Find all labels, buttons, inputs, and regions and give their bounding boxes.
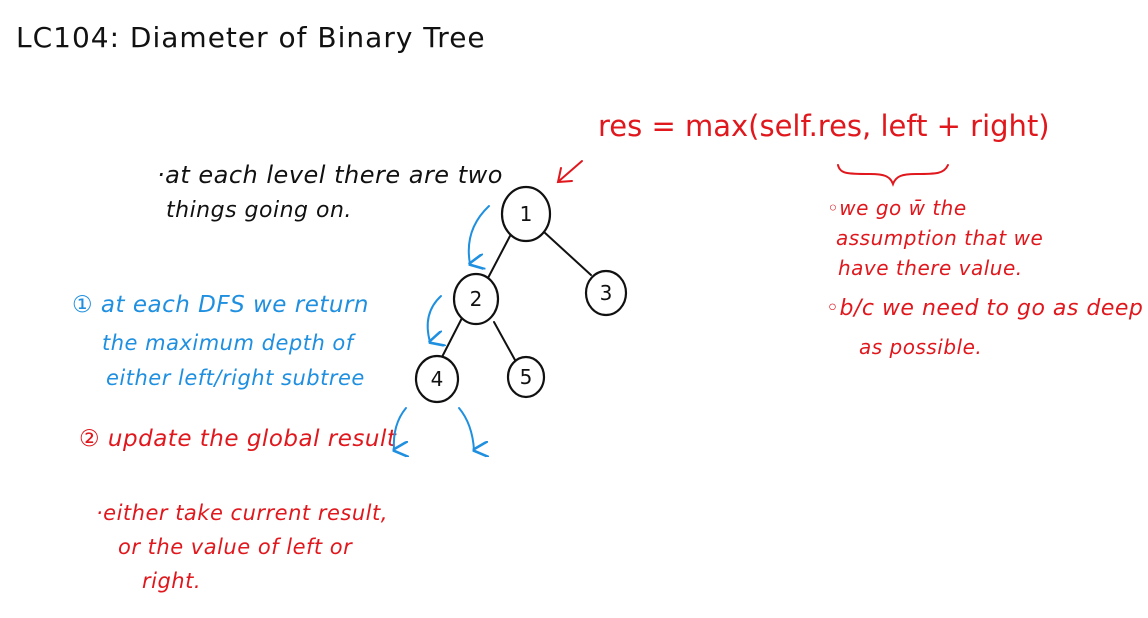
observation-line-2: things going on.	[166, 198, 352, 223]
edge-1-2	[487, 235, 511, 279]
edge-2-4	[441, 317, 463, 358]
node-label-5: 5	[520, 365, 533, 389]
formula: res = max(self.res, left + right)	[598, 109, 1050, 143]
assumption-line-3: have there value.	[838, 256, 1023, 280]
edge-1-3	[543, 231, 592, 276]
red-brace	[837, 164, 949, 187]
node-label-3: 3	[600, 281, 613, 305]
assumption-line-5: as possible.	[859, 335, 983, 359]
tree-node-1: 1	[500, 185, 552, 243]
red-note-heading: ② update the global result	[79, 426, 397, 452]
red-note-sub-line-2: or the value of left or	[118, 535, 353, 559]
tree-node-2: 2	[452, 272, 500, 326]
assumption-line-2: assumption that we	[836, 226, 1044, 250]
red-arrow	[556, 160, 583, 184]
edge-2-5	[493, 321, 516, 361]
red-note-sub-line-1: ·either take current result,	[96, 501, 388, 525]
blue-arrows	[394, 205, 490, 450]
assumption-line-4: ◦b/c we need to go as deep	[826, 296, 1144, 321]
node-label-1: 1	[520, 202, 533, 226]
tree-node-5: 5	[506, 355, 546, 399]
blue-arrow-left-leaf	[394, 407, 406, 450]
tree-edges	[441, 231, 592, 361]
observation-line-1: ·at each level there are two	[157, 161, 503, 189]
blue-arrow-root	[469, 205, 490, 264]
page-title: LC104: Diameter of Binary Tree	[16, 21, 486, 54]
blue-note-line-3: either left/right subtree	[106, 366, 365, 390]
blue-arrow-right-leaf	[458, 407, 474, 450]
blue-note-line-1: ① at each DFS we return	[72, 292, 369, 318]
blue-note-line-2: the maximum depth of	[102, 331, 354, 355]
node-label-4: 4	[431, 367, 444, 391]
assumption-line-1: ◦we go w̄ the	[827, 196, 967, 220]
tree-node-4: 4	[414, 354, 460, 404]
tree-node-3: 3	[584, 269, 628, 317]
blue-arrow-node-2	[428, 295, 441, 342]
red-note-sub-line-3: right.	[142, 569, 202, 593]
node-label-2: 2	[470, 287, 483, 311]
